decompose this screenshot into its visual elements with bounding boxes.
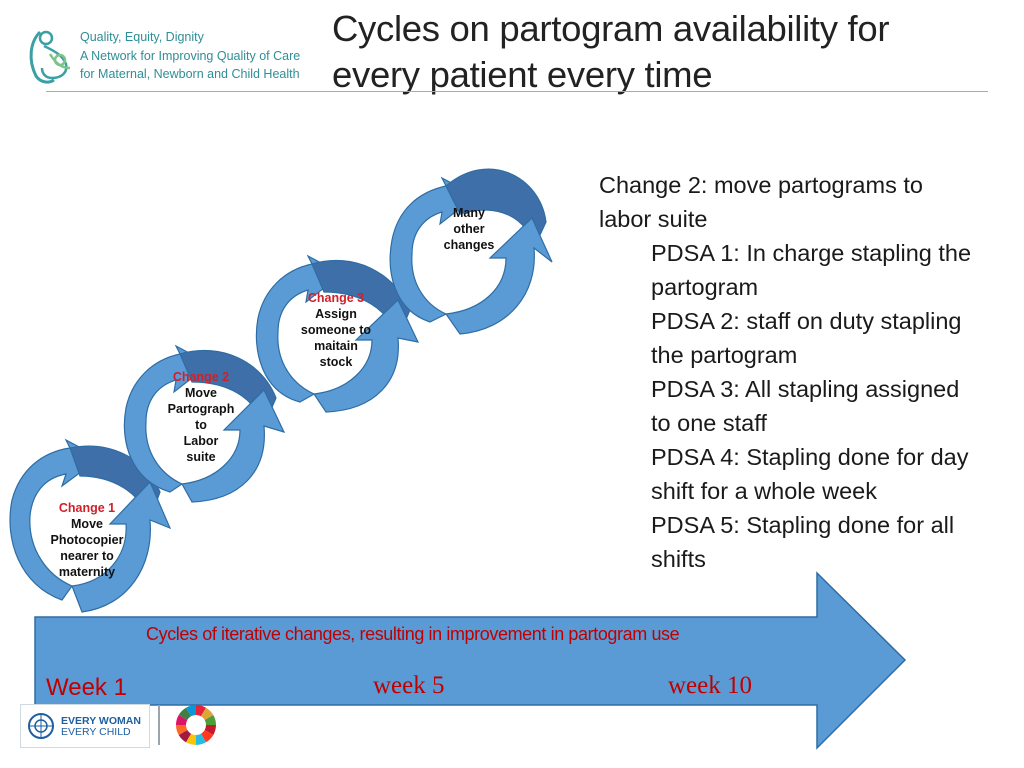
title-line2: every patient every time <box>332 54 713 95</box>
network-logo-text: Quality, Equity, Dignity A Network for I… <box>80 28 300 84</box>
pdsa-item: PDSA 4: Stapling done for day shift for a… <box>651 440 1009 508</box>
ewec-logo: EVERY WOMAN EVERY CHILD <box>20 704 150 748</box>
week-mid-label: week 5 <box>373 672 445 699</box>
pdsa-item-line: PDSA 1: In charge stapling the <box>651 240 972 266</box>
cycle-4-line: Many <box>453 206 485 220</box>
logo-line1: Quality, Equity, Dignity <box>80 30 204 44</box>
cycle-1-line: nearer to <box>60 549 114 563</box>
logo-line3: for Maternal, Newborn and Child Health <box>80 67 300 81</box>
cycle-2-line: to <box>195 418 207 432</box>
cycle-2-line: suite <box>186 450 216 464</box>
logo-line2: A Network for Improving Quality of Care <box>80 48 301 63</box>
cycle-3-line: someone to <box>300 323 372 337</box>
sdg-wheel-icon <box>176 705 216 745</box>
pdsa-item: PDSA 3: All stapling assigned to one staf… <box>651 372 1009 440</box>
cycle-label-2: Change 2 Move Partograph to Labor suite <box>150 369 252 465</box>
cycle-3-line: maitain <box>314 339 358 353</box>
cycle-1-line: Move <box>71 517 103 531</box>
cycle-ring-4 <box>389 168 553 335</box>
side-notes: Change 2: move partograms to labor suite… <box>599 168 1009 576</box>
timeline-arrow <box>34 571 907 750</box>
title-divider <box>46 91 988 92</box>
pdsa-item-line: to one staff <box>651 410 767 436</box>
notes-heading-line2: labor suite <box>599 206 708 232</box>
cycle-ring-2 <box>123 344 286 503</box>
cycle-2-line: Partograph <box>167 402 235 416</box>
cycle-3-line: stock <box>319 355 353 369</box>
cycle-2-change: Change 2 <box>172 370 230 384</box>
cycle-1-change: Change 1 <box>58 501 116 515</box>
week-start-label: Week 1 <box>46 674 127 701</box>
ewec-line2: EVERY CHILD <box>61 726 131 738</box>
cycle-4-line: changes <box>443 238 495 252</box>
pdsa-item-line: the partogram <box>651 342 798 368</box>
pdsa-item-line: shifts <box>651 546 706 572</box>
ewec-text: EVERY WOMAN EVERY CHILD <box>61 716 141 738</box>
footer-divider <box>158 705 160 745</box>
notes-heading-line1: Change 2: move partograms to <box>599 172 923 198</box>
mother-child-icon <box>29 30 71 84</box>
cycle-label-3: Change 3 Assign someone to maitain stock <box>284 290 388 370</box>
pdsa-item-line: PDSA 2: staff on duty stapling <box>651 308 962 334</box>
cycle-label-1: Change 1 Move Photocopier nearer to mate… <box>32 500 142 580</box>
cycle-4-line: other <box>453 222 485 236</box>
week-end-label: week 10 <box>668 672 752 699</box>
ewec-line1: EVERY WOMAN <box>61 715 141 727</box>
pdsa-item-line: shift for a whole week <box>651 478 877 504</box>
cycle-3-change: Change 3 <box>307 291 365 305</box>
cycle-1-line: Photocopier <box>50 533 124 547</box>
cycle-ring-3 <box>255 254 420 413</box>
pdsa-item-line: PDSA 3: All stapling assigned <box>651 376 960 402</box>
cycle-1-line: maternity <box>58 565 116 579</box>
cycle-2-line: Move <box>185 386 217 400</box>
cycle-3-line: Assign <box>315 307 357 321</box>
pdsa-item: PDSA 2: staff on duty stapling the partog… <box>651 304 1009 372</box>
pdsa-item-line: partogram <box>651 274 759 300</box>
pdsa-item: PDSA 5: Stapling done for all shifts <box>651 508 1009 576</box>
pdsa-item-line: PDSA 5: Stapling done for all <box>651 512 955 538</box>
title-line1: Cycles on partogram availability for <box>332 8 890 49</box>
network-logo <box>22 24 312 86</box>
cycle-2-line: Labor <box>183 434 219 448</box>
pdsa-item: PDSA 1: In charge stapling the partogram <box>651 236 1009 304</box>
pdsa-item-line: PDSA 4: Stapling done for day <box>651 444 969 470</box>
timeline-caption: Cycles of iterative changes, resulting i… <box>146 624 680 644</box>
slide-title: Cycles on partogram availability for eve… <box>332 6 1012 98</box>
cycle-label-4: Many other changes <box>428 205 510 253</box>
un-emblem-icon <box>28 713 54 739</box>
